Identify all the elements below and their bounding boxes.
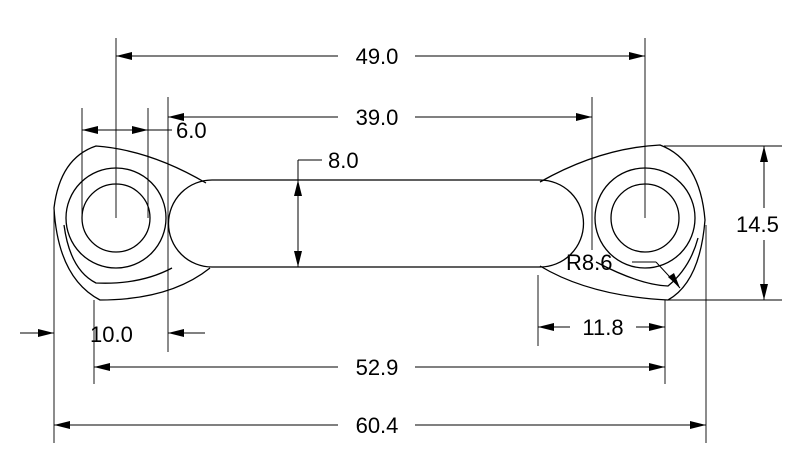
dim-label-right-height: 14.5 (736, 212, 779, 237)
dim-label-slot-offset: 6.0 (176, 118, 207, 143)
dimension-lines (20, 52, 768, 429)
dimension-labels: 49.0 39.0 6.0 8.0 14.5 R8.6 10.0 11.8 52… (90, 44, 779, 438)
dim-label-overall-length: 60.4 (356, 413, 399, 438)
part-outline (53, 144, 706, 301)
dim-label-right-offset: 11.8 (582, 315, 623, 340)
extension-lines (53, 38, 782, 443)
dim-label-corner-radius: R8.6 (566, 250, 612, 275)
dim-label-span-width: 52.9 (356, 355, 399, 380)
dim-label-bar-width: 8.0 (328, 148, 359, 173)
dim-label-inner-spacing: 39.0 (356, 105, 399, 130)
dim-label-left-offset: 10.0 (90, 322, 133, 347)
dim-label-overall-hole-spacing: 49.0 (356, 44, 399, 69)
